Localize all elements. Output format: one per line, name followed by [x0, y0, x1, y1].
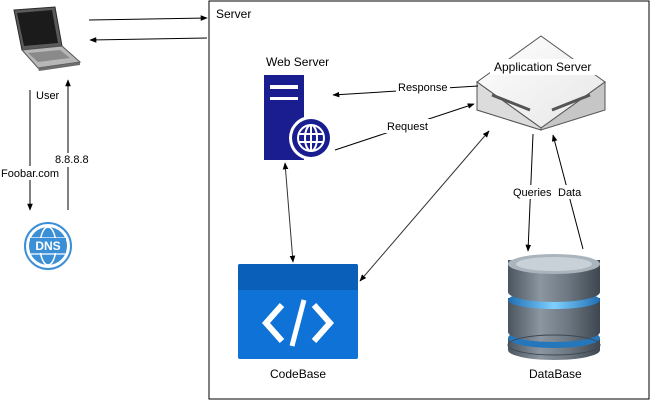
application-server-label: Application Server [494, 60, 591, 74]
edge-web-codebase [282, 162, 296, 263]
edge-label-foobar: Foobar.com [1, 168, 59, 180]
user-label: User [36, 90, 60, 102]
edge-user-to-server [88, 15, 208, 21]
database-label: DataBase [529, 367, 582, 381]
laptop-icon [13, 6, 82, 71]
codebase-label: CodeBase [270, 367, 326, 381]
edge-label-response: Response [398, 82, 448, 94]
dns-icon: DNS [24, 222, 72, 270]
server-container-title: Server [216, 7, 251, 21]
edge-label-ip: 8.8.8.8 [55, 154, 89, 166]
database-node[interactable]: DataBase [507, 254, 601, 381]
dns-label: DNS [35, 239, 60, 253]
edge-codebase-app [359, 130, 490, 282]
dns-node[interactable]: DNS [24, 222, 72, 270]
edge-server-to-user [89, 37, 208, 43]
web-server-node[interactable]: Web Server [264, 55, 333, 160]
codebase-node[interactable]: CodeBase [238, 264, 358, 381]
database-icon [507, 254, 601, 360]
code-window-icon [238, 264, 358, 359]
user-node[interactable]: User [13, 6, 82, 102]
web-server-label: Web Server [266, 55, 329, 69]
edge-labels: Foobar.com 8.8.8.8 Request Response Quer… [0, 80, 585, 199]
edge-label-data: Data [558, 187, 582, 199]
web-server-icon [264, 75, 333, 160]
application-server-node[interactable]: Application Server [476, 35, 606, 131]
edge-label-queries: Queries [513, 187, 552, 199]
edge-label-request: Request [387, 121, 428, 133]
